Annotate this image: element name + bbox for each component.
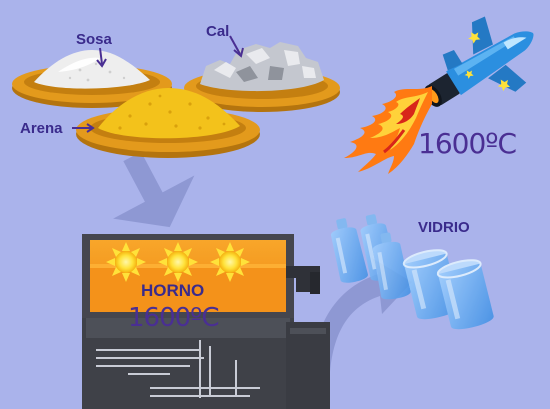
label-cal: Cal bbox=[206, 23, 230, 40]
label-pointer-arrows bbox=[72, 35, 244, 133]
label-sosa: Sosa bbox=[76, 31, 112, 48]
sand-pile bbox=[76, 88, 260, 158]
sun-icon bbox=[106, 242, 250, 282]
glass-jar-icon bbox=[402, 249, 494, 330]
arrow-icon-down bbox=[113, 151, 195, 228]
label-horno: HORNO bbox=[141, 281, 205, 300]
label-vidrio: VIDRIO bbox=[418, 219, 470, 236]
label-arena: Arena bbox=[20, 120, 63, 137]
jet-icon bbox=[424, 16, 534, 107]
flame-temperature: 1600ºC bbox=[418, 127, 517, 160]
lime-pile bbox=[184, 42, 340, 112]
machine-icon bbox=[96, 340, 260, 398]
flame-icon bbox=[344, 86, 432, 174]
furnace-temperature: 1600ºC bbox=[128, 303, 220, 333]
bottle-icon bbox=[330, 214, 411, 300]
